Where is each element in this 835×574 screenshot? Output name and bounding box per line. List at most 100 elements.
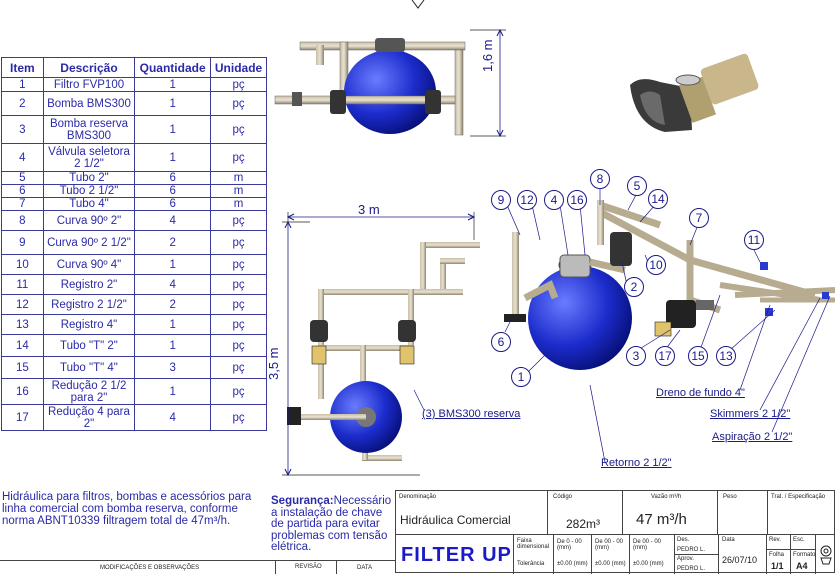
denominacao-value: Hidráulica Comercial bbox=[400, 513, 511, 527]
peso-label: Peso bbox=[723, 494, 737, 500]
front-view bbox=[274, 38, 466, 136]
data2-label: DATA bbox=[357, 565, 373, 571]
balloon-11: 11 bbox=[744, 230, 764, 250]
tolerance-1: ±0.00 (mm) bbox=[557, 561, 588, 567]
balloon-15: 15 bbox=[688, 346, 708, 366]
cell-description: Curva 90º 2 1/2" bbox=[42, 230, 136, 255]
aprov-label: Aprov. bbox=[677, 556, 694, 562]
suction-callout: Aspiração 2 1/2" bbox=[712, 431, 793, 443]
balloon-4: 4 bbox=[544, 190, 564, 210]
des-label: Des. bbox=[677, 537, 690, 543]
reserve-pump-iso bbox=[666, 300, 696, 328]
cell-unit: pç bbox=[210, 378, 267, 405]
balloon-12: 12 bbox=[517, 190, 537, 210]
cell-description: Redução 4 para 2" bbox=[42, 404, 136, 431]
range-3: De 00 - 00 (mm) bbox=[633, 539, 662, 551]
folha-label: Folha bbox=[769, 552, 785, 558]
valve-detail-view bbox=[630, 53, 759, 132]
balloon-7: 7 bbox=[689, 208, 709, 228]
cell-description: Válvula seletora 2 1/2" bbox=[42, 143, 136, 172]
filter-tank-front bbox=[344, 50, 436, 134]
balloon-2: 2 bbox=[624, 277, 644, 297]
cell-description: Curva 90º 4" bbox=[42, 254, 136, 275]
projection-symbol-icon bbox=[820, 545, 832, 565]
cell-item: 12 bbox=[1, 294, 44, 315]
safety-note: Segurança:Necessário a instalação de cha… bbox=[271, 495, 393, 554]
safety-text: Necessário a instalação de chave de part… bbox=[271, 495, 392, 553]
formato-value: A4 bbox=[796, 561, 808, 571]
cell-description: Tubo 2 1/2" bbox=[42, 184, 136, 198]
cell-unit: pç bbox=[210, 314, 267, 335]
bottom-drain-callout: Dreno de fundo 4" bbox=[656, 387, 745, 399]
safety-label: Segurança: bbox=[271, 495, 334, 507]
top-view bbox=[287, 242, 480, 461]
return-callout: Retorno 2 1/2" bbox=[601, 457, 672, 469]
des-value: PEDRO L. bbox=[677, 547, 706, 553]
cell-unit: pç bbox=[210, 115, 267, 144]
cell-item: 16 bbox=[1, 378, 44, 405]
cell-unit: pç bbox=[210, 91, 267, 116]
depth-dimension: 3,5 m bbox=[266, 347, 281, 380]
folha-value: 1/1 bbox=[771, 561, 784, 571]
cell-unit: pç bbox=[210, 143, 267, 172]
vazao-label: Vazão m³/h bbox=[651, 494, 682, 500]
balloon-14: 14 bbox=[648, 189, 668, 209]
codigo-value: 282m³ bbox=[566, 517, 601, 531]
cell-quantity: 1 bbox=[134, 378, 212, 405]
revisao-label: REVISÃO bbox=[295, 564, 322, 570]
trat-label: Trat. / Especificação bbox=[771, 494, 826, 500]
cell-description: Redução 2 1/2 para 2" bbox=[42, 378, 136, 405]
aprov-value: PEDRO L. bbox=[677, 566, 706, 572]
balloon-1: 1 bbox=[511, 367, 531, 387]
range-1: De 0 - 00 (mm) bbox=[557, 539, 582, 551]
cell-unit: pç bbox=[210, 404, 267, 431]
cell-description: Registro 4" bbox=[42, 314, 136, 335]
cell-description: Tubo "T" 2" bbox=[42, 334, 136, 357]
denominacao-label: Denominação bbox=[399, 494, 437, 500]
title-block: Denominação Hidráulica Comercial Código … bbox=[395, 490, 835, 574]
balloon-8: 8 bbox=[590, 169, 610, 189]
range-2: De 00 - 00 (mm) bbox=[595, 539, 624, 551]
cell-unit: pç bbox=[210, 230, 267, 255]
hydraulic-drawing bbox=[274, 0, 835, 477]
cell-description: Tubo 4" bbox=[42, 197, 136, 211]
cell-item: 9 bbox=[1, 230, 44, 255]
balloon-16: 16 bbox=[567, 190, 587, 210]
view-arrow bbox=[411, 0, 425, 9]
brand-logo: FILTER UP bbox=[401, 544, 512, 566]
drawing-note: Hidráulica para filtros, bombas e acessó… bbox=[2, 491, 252, 527]
cell-description: Bomba reserva BMS300 bbox=[42, 115, 136, 144]
skimmers-callout: Skimmers 2 1/2" bbox=[710, 408, 791, 420]
tolerance-3: ±0.00 (mm) bbox=[633, 561, 664, 567]
cell-description: Curva 90º 2" bbox=[42, 210, 136, 231]
height-dimension: 1,6 m bbox=[480, 39, 495, 72]
rev-label: Rev. bbox=[769, 537, 781, 543]
tolerancia-label: Tolerância bbox=[517, 561, 545, 567]
cell-description: Bomba BMS300 bbox=[42, 91, 136, 116]
cell-unit: pç bbox=[210, 334, 267, 357]
balloon-10: 10 bbox=[646, 255, 666, 275]
cell-quantity: 4 bbox=[134, 404, 212, 431]
revision-strip: MODIFICAÇÕES E OBSERVAÇÕES REVISÃO DATA bbox=[0, 560, 395, 574]
balloon-13: 13 bbox=[716, 346, 736, 366]
codigo-label: Código bbox=[553, 494, 573, 500]
callout-leaders bbox=[504, 186, 831, 463]
tolerance-2: ±0.00 (mm) bbox=[595, 561, 626, 567]
filter-tank-iso bbox=[528, 266, 632, 370]
balloon-6: 6 bbox=[491, 332, 511, 352]
cell-unit: pç bbox=[210, 274, 267, 295]
data-value: 26/07/10 bbox=[722, 555, 758, 565]
reserve-pump-callout: (3) BMS300 reserva bbox=[422, 408, 521, 420]
